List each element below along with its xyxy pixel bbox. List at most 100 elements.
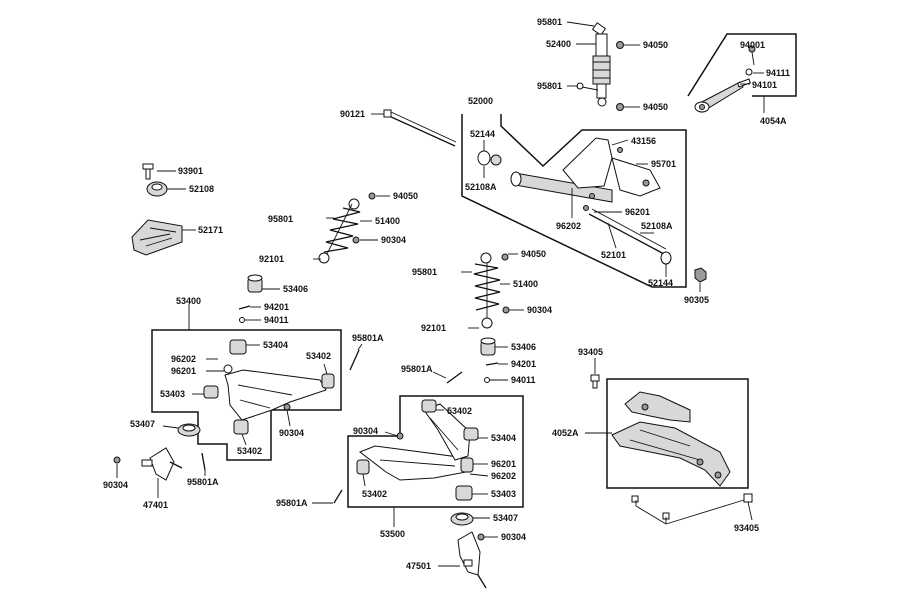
label-94001: 94001: [740, 40, 765, 50]
label-52171: 52171: [198, 225, 223, 235]
label-53402-b: 53402: [237, 446, 262, 456]
label-52000: 52000: [468, 96, 493, 106]
label-90304-c: 90304: [279, 428, 304, 438]
tie-rod-end: [694, 45, 756, 113]
leader-lines: [116, 21, 765, 567]
bearing-53407-right: [450, 512, 474, 526]
label-96201-c: 96201: [491, 459, 516, 469]
bolt-95801A-b: [201, 452, 206, 471]
label-52108: 52108: [189, 184, 214, 194]
label-52144-b: 52144: [648, 278, 673, 288]
label-53404-a: 53404: [263, 340, 288, 350]
top-shock-absorber: [591, 22, 624, 111]
frame-bracket: [611, 391, 731, 487]
label-52144-a: 52144: [470, 129, 495, 139]
steering-rod-group-box: [687, 33, 797, 97]
label-53403-a: 53403: [160, 389, 185, 399]
label-94050-d: 94050: [521, 249, 546, 259]
label-53407-b: 53407: [493, 513, 518, 523]
label-52400: 52400: [546, 39, 571, 49]
label-90304-f: 90304: [501, 532, 526, 542]
label-90305: 90305: [684, 295, 709, 305]
bracket-group-box: [606, 378, 749, 489]
bushing-52108: [146, 181, 168, 197]
label-93405-b: 93405: [734, 523, 759, 533]
label-4052A: 4052A: [552, 428, 579, 438]
bushing-53406-right: [480, 337, 496, 356]
label-53400: 53400: [176, 296, 201, 306]
bolt-94201-right: [485, 362, 499, 366]
bearing-53407-left: [177, 423, 201, 437]
swingarm: [477, 137, 672, 265]
label-94201-b: 94201: [511, 359, 536, 369]
knuckle-47501: [457, 531, 487, 589]
left-arm-group-box: [151, 329, 342, 461]
label-94011-a: 94011: [264, 315, 289, 325]
label-53402-a: 53402: [306, 351, 331, 361]
label-92101-a: 92101: [259, 254, 284, 264]
washer-94011-left: [239, 317, 245, 323]
label-95801A-d: 95801A: [276, 498, 308, 508]
label-95801-b: 95801: [537, 81, 562, 91]
label-96202-b: 96202: [171, 354, 196, 364]
washer-94011-right: [484, 377, 490, 383]
label-93901: 93901: [178, 166, 203, 176]
label-96202-a: 96202: [556, 221, 581, 231]
label-52108A-a: 52108A: [465, 182, 497, 192]
label-94101: 94101: [752, 80, 777, 90]
label-51400-b: 51400: [513, 279, 538, 289]
label-95801A-c: 95801A: [401, 364, 433, 374]
label-52108A-b: 52108A: [641, 221, 673, 231]
label-95701: 95701: [651, 159, 676, 169]
nut-90304-c: [283, 403, 291, 411]
label-53402-d: 53402: [362, 489, 387, 499]
part-number-labels: 95801 52400 94050 95801 94050 94001 9411…: [103, 17, 790, 571]
label-4054A: 4054A: [760, 116, 787, 126]
swingarm-group-box: [461, 114, 687, 288]
label-95801-c: 95801: [268, 214, 293, 224]
bolt-95801A-d: [333, 489, 343, 504]
label-94201-a: 94201: [264, 302, 289, 312]
nut-90304-f: [477, 533, 485, 541]
left-a-arm: [203, 339, 335, 435]
long-bolt: [383, 109, 457, 147]
bolt-93405-bottom: [631, 493, 753, 524]
label-95801A-b: 95801A: [187, 477, 219, 487]
label-95801-d: 95801: [412, 267, 437, 277]
right-a-arm: [356, 399, 479, 501]
label-52101: 52101: [601, 250, 626, 260]
label-94050-c: 94050: [393, 191, 418, 201]
label-94011-b: 94011: [511, 375, 536, 385]
label-96202-c: 96202: [491, 471, 516, 481]
bolt-94201-left: [238, 305, 251, 310]
nut-icon: [694, 267, 707, 283]
left-shock-absorber: [313, 192, 376, 264]
label-53500: 53500: [380, 529, 405, 539]
bolt-95801A-c: [446, 371, 463, 384]
label-96201-a: 96201: [625, 207, 650, 217]
bushing-53406-left: [247, 274, 263, 293]
label-94050-a: 94050: [643, 40, 668, 50]
bolt-95801A-a: [349, 349, 360, 371]
label-94050-b: 94050: [643, 102, 668, 112]
label-90304-a: 90304: [381, 235, 406, 245]
knuckle-47401: [141, 447, 183, 481]
label-96201-b: 96201: [171, 366, 196, 376]
label-53404-b: 53404: [491, 433, 516, 443]
label-90304-d: 90304: [103, 480, 128, 490]
label-53406-a: 53406: [283, 284, 308, 294]
label-53403-b: 53403: [491, 489, 516, 499]
label-94111: 94111: [766, 68, 790, 78]
label-95801A-a: 95801A: [352, 333, 384, 343]
label-90304-b: 90304: [527, 305, 552, 315]
guard-52171: [131, 219, 183, 256]
label-47501: 47501: [406, 561, 431, 571]
label-93405-a: 93405: [578, 347, 603, 357]
label-53402-c: 53402: [447, 406, 472, 416]
label-43156: 43156: [631, 136, 656, 146]
bolt-93405-top: [590, 374, 600, 389]
bolt-icon: [576, 82, 599, 91]
right-shock-absorber: [461, 252, 510, 329]
label-53407-a: 53407: [130, 419, 155, 429]
